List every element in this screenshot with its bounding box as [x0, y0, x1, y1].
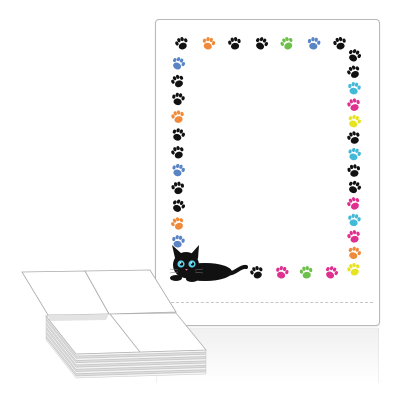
paw-print-icon: [347, 131, 360, 144]
paw-print-icon: [171, 74, 184, 88]
paw-print-icon: [171, 110, 184, 123]
paw-print-icon: [172, 163, 185, 177]
paw-print-icon: [171, 181, 184, 195]
paw-print-icon: [348, 213, 361, 227]
paw-print-icon: [347, 197, 360, 210]
paw-print-icon: [175, 37, 188, 50]
paw-print-icon: [347, 263, 360, 276]
paw-print-icon: [333, 37, 346, 50]
paw-print-icon: [228, 37, 241, 50]
paw-print-icon: [276, 266, 289, 279]
paw-print-icon: [173, 57, 185, 70]
paw-print-icon: [280, 37, 293, 50]
paw-print-icon: [172, 128, 185, 141]
paw-print-icon: [348, 82, 361, 95]
paw-print-icon: [173, 199, 185, 212]
paw-print-icon: [307, 37, 321, 50]
paw-print-icon: [349, 49, 361, 62]
paw-print-icon: [347, 98, 360, 111]
paw-print-icon: [348, 114, 361, 128]
paw-print-icon: [172, 92, 185, 106]
perforation-line: [161, 302, 373, 303]
paw-print-icon: [348, 246, 361, 260]
paw-print-icon: [299, 266, 313, 279]
paw-print-icon: [348, 147, 361, 161]
paw-print-icon: [256, 37, 268, 50]
paw-print-icon: [250, 266, 263, 279]
paw-print-icon: [347, 65, 360, 78]
paw-print-icon: [347, 164, 360, 177]
paw-print-icon: [171, 146, 184, 159]
paw-print-icon: [172, 235, 185, 248]
paw-print-icon: [171, 217, 184, 230]
paw-print-icon: [349, 180, 361, 194]
paw-print-icon: [202, 37, 216, 50]
stack-layer: [45, 337, 207, 379]
paw-print-icon: [326, 266, 338, 279]
paw-print-icon: [347, 230, 360, 243]
